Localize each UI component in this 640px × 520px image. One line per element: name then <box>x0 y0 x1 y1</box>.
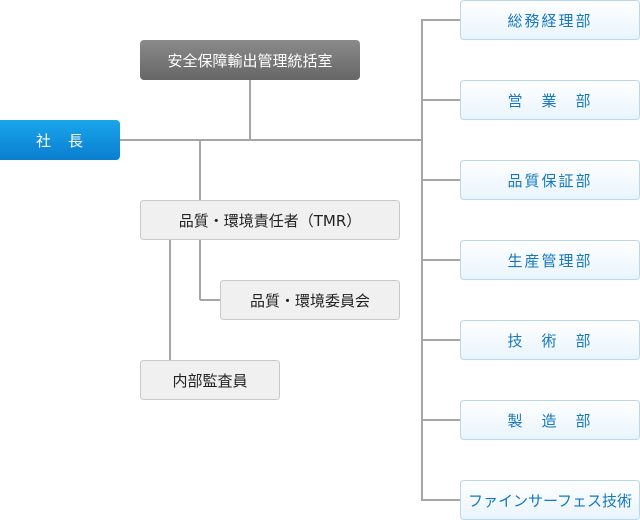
connector-qe-committee-vertical <box>199 240 201 300</box>
connector-dept-1 <box>422 19 460 21</box>
connector-dept-7 <box>422 499 460 501</box>
connector-dept-3 <box>422 179 460 181</box>
connector-internal-auditor-vertical <box>169 240 171 360</box>
dept-sales: 営 業 部 <box>460 80 640 120</box>
connector-dept-6 <box>422 419 460 421</box>
qe-manager-box: 品質・環境責任者（TMR） <box>140 200 400 240</box>
connector-dept-5 <box>422 339 460 341</box>
connector-qe-committee-horizontal <box>200 299 220 301</box>
connector-qe-manager <box>199 140 201 200</box>
dept-manufacturing: 製 造 部 <box>460 400 640 440</box>
connector-dept-4 <box>422 259 460 261</box>
president-box: 社 長 <box>0 120 120 160</box>
dept-production-control: 生産管理部 <box>460 240 640 280</box>
internal-auditor-box: 内部監査員 <box>140 360 280 400</box>
dept-fine-surface: ファインサーフェス技術 <box>460 480 640 520</box>
security-office-box: 安全保障輸出管理統括室 <box>140 40 360 80</box>
qe-committee-box: 品質・環境委員会 <box>220 280 400 320</box>
dept-engineering: 技 術 部 <box>460 320 640 360</box>
connector-president-main <box>120 139 422 141</box>
dept-general-affairs: 総務経理部 <box>460 0 640 40</box>
connector-dept-2 <box>422 99 460 101</box>
dept-quality-assurance: 品質保証部 <box>460 160 640 200</box>
connector-security-office <box>249 80 251 140</box>
